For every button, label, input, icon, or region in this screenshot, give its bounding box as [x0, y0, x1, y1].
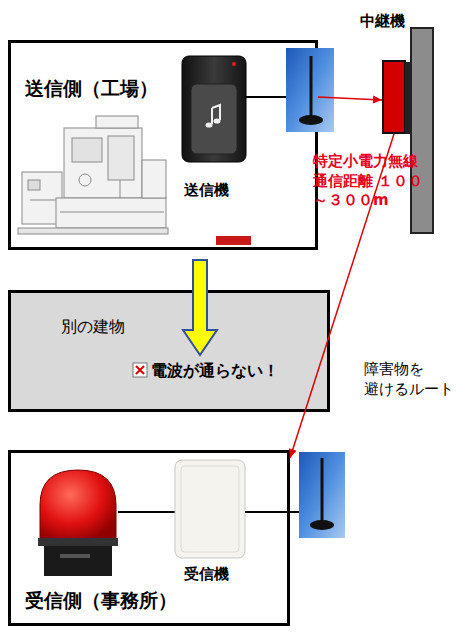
machine-floor: [18, 228, 168, 234]
note-symbol: [206, 122, 213, 127]
machine-line: [30, 200, 56, 201]
antenna-background: [299, 452, 345, 538]
box-heading: 受信側（事務所）: [25, 589, 177, 613]
range-note: 特定小電力無線 通信距離 １００～３００m: [313, 152, 425, 211]
relay-box: 中継機: [382, 60, 406, 134]
machine-side: [142, 160, 166, 198]
cable: [246, 96, 287, 98]
lamp-base: [44, 546, 112, 576]
machine-body: [64, 128, 142, 198]
cable: [245, 511, 299, 513]
block-arrow: [183, 260, 217, 355]
machine-base: [56, 198, 166, 228]
factory-illustration: [18, 116, 168, 234]
cabinet-panel: [28, 180, 40, 190]
arrow-head: [373, 96, 382, 104]
sender-box: 送信側（工場） 送信機: [8, 40, 318, 250]
transmitter-node: 送信機: [176, 55, 261, 205]
receiver-lid: [181, 466, 239, 552]
machine-line: [120, 180, 121, 198]
antenna-photo: [299, 452, 345, 538]
connector: [183, 260, 217, 355]
transmitter-device: [182, 56, 251, 245]
machine-top: [96, 116, 138, 128]
machine-wheel: [79, 174, 91, 186]
receiver-node: 受信機: [176, 461, 256, 591]
arrow-head: [289, 448, 297, 458]
patrol-lamp: [38, 470, 118, 576]
antenna-whip: [321, 458, 324, 522]
lamp-logo: [60, 554, 90, 558]
building-box: 別の建物電波が通らない！: [8, 290, 330, 412]
connector: [318, 96, 382, 104]
machine-column: [108, 136, 134, 180]
connector: [289, 134, 394, 458]
antenna-photo: [286, 48, 334, 132]
cross-mark: [133, 363, 147, 377]
status-led: [232, 62, 236, 66]
note-symbol: [214, 118, 221, 123]
box-heading: 別の建物: [61, 317, 125, 337]
box-heading: 送信側（工場）: [25, 77, 158, 101]
watermark-badge: [216, 236, 251, 245]
device-label: 送信機: [184, 181, 229, 200]
warning-text: 電波が通らない！: [151, 361, 279, 381]
relay-heading: 中継機: [360, 12, 405, 31]
cross-lines: [136, 366, 144, 374]
receiver-device: [175, 460, 245, 558]
lamp-dome: [40, 470, 116, 540]
transmitter-button: [191, 84, 237, 154]
radio-link: [318, 97, 382, 100]
control-cabinet: [22, 172, 62, 224]
cross-box: [133, 363, 147, 377]
antenna-base: [310, 520, 334, 530]
device-label: 受信機: [184, 565, 229, 584]
relay-mount: [405, 62, 411, 134]
route-note: 障害物を 避けるルート: [364, 360, 474, 399]
note-symbol: [212, 105, 220, 124]
lamp-ring: [38, 538, 118, 546]
antenna-whip: [310, 56, 313, 116]
cable: [118, 511, 175, 513]
antenna-background: [286, 48, 334, 132]
antenna-base: [299, 115, 323, 125]
wall: [411, 28, 433, 233]
machine-window: [72, 138, 102, 162]
receiver-side-box: 受信側（事務所） 受信機: [8, 450, 290, 626]
machine-line: [60, 212, 164, 213]
radio-link: [290, 134, 394, 458]
transmitter-case: [182, 56, 246, 162]
